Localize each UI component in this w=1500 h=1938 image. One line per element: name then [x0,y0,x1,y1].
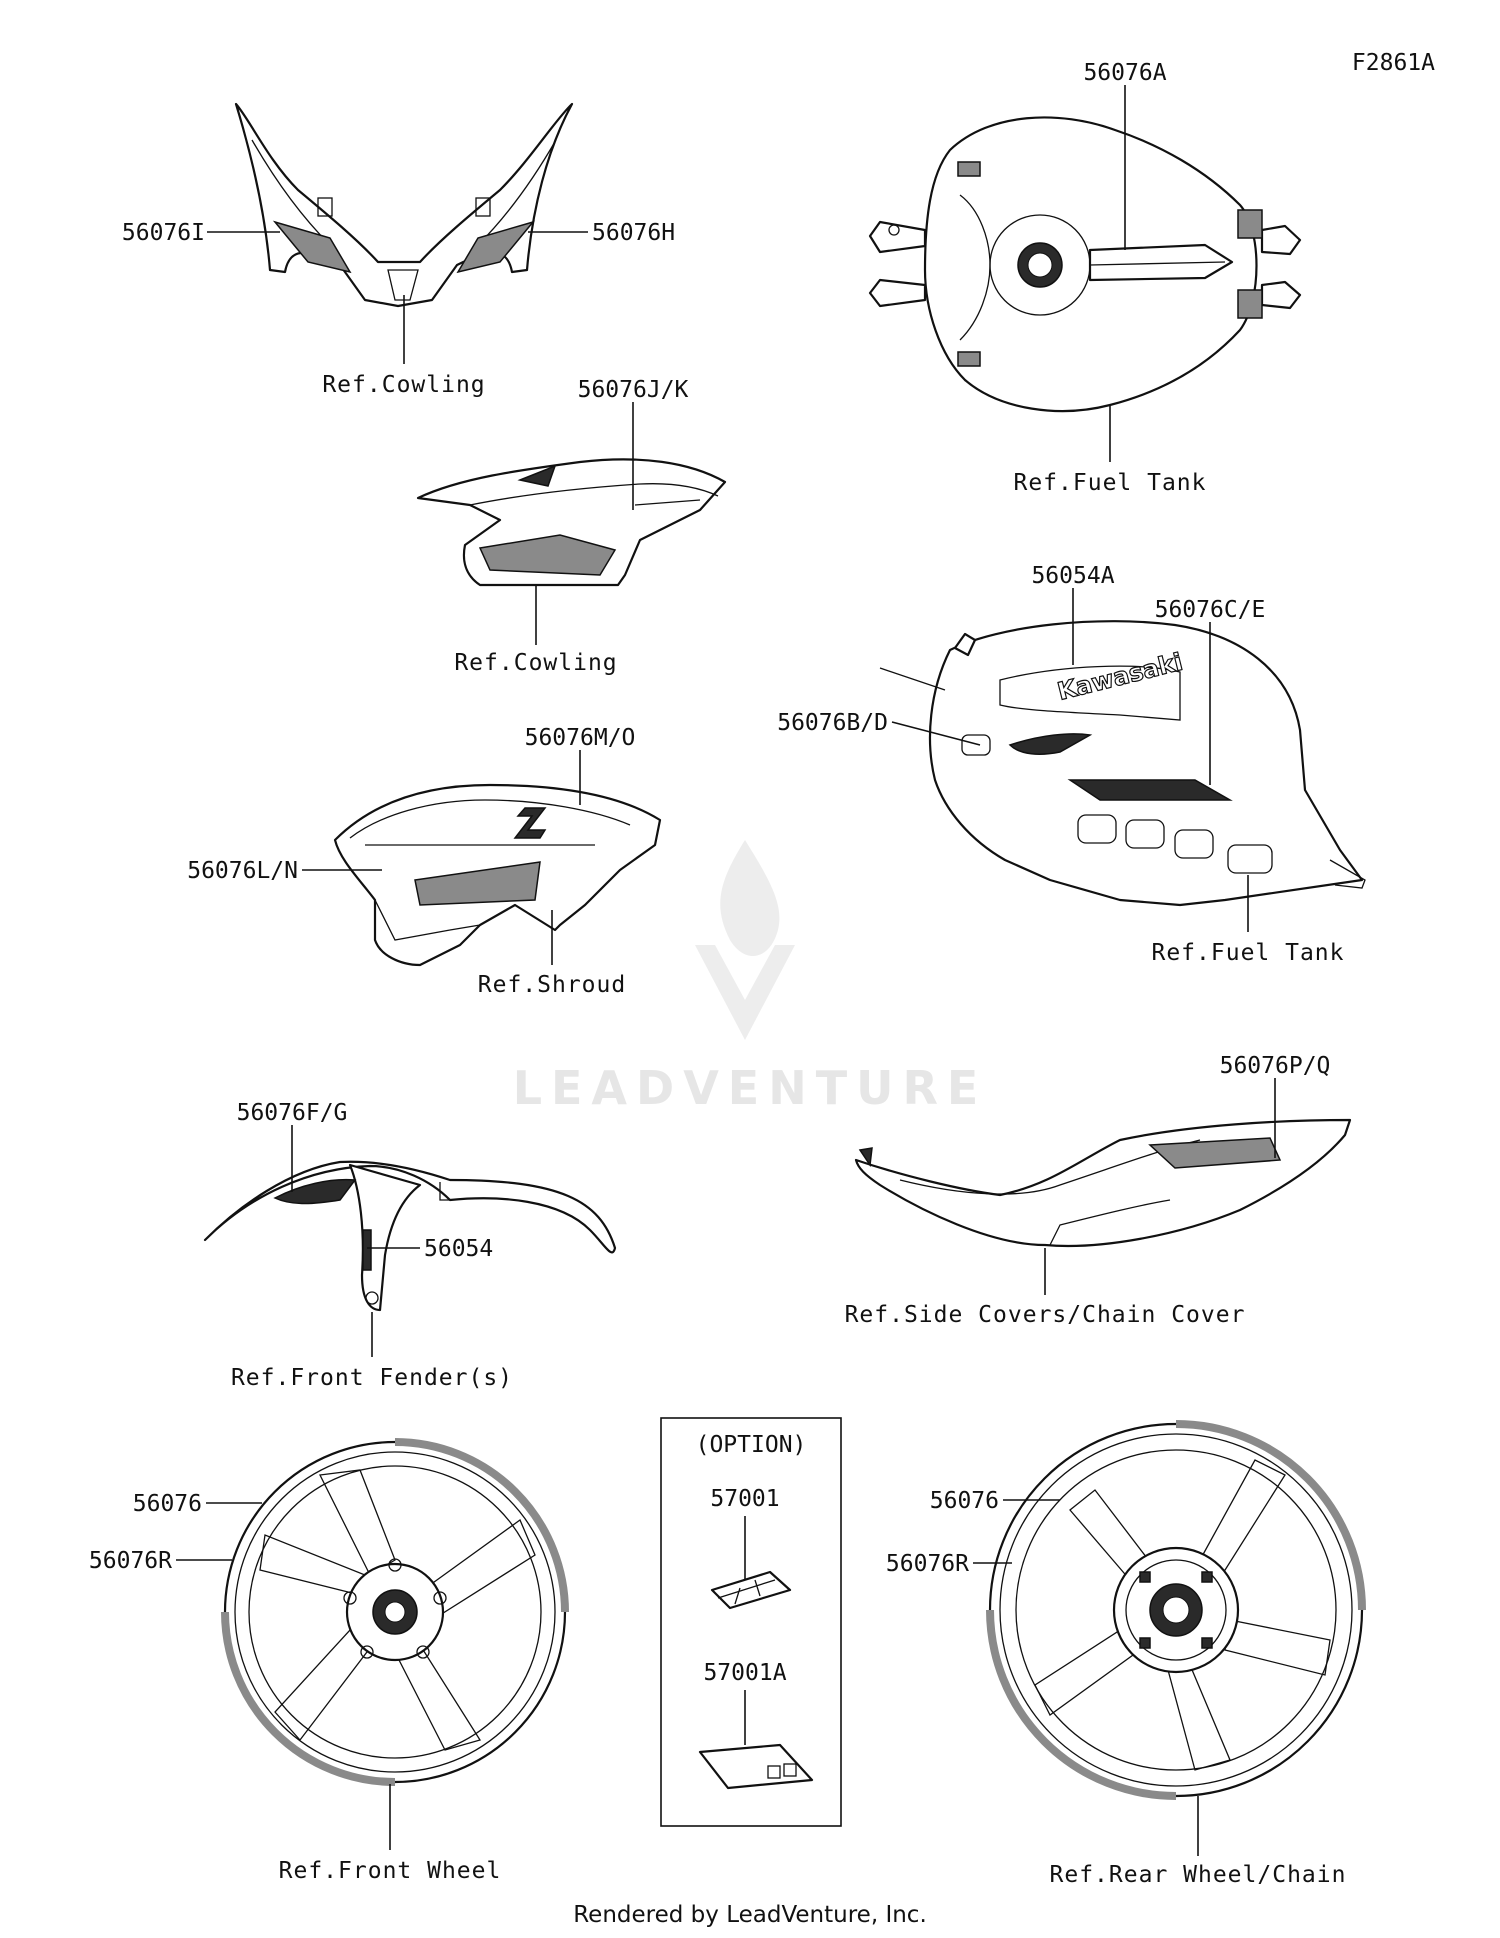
label-57001: 57001 [710,1486,779,1512]
label-56076h: 56076H [592,220,675,246]
label-56076-rear: 56076 [930,1488,999,1514]
label-56076a: 56076A [1083,60,1166,86]
watermark-text: LEADVENTURE [513,1061,988,1115]
option-label: (OPTION) [696,1432,807,1458]
figure-code: F2861A [1352,50,1435,76]
label-56076fg: 56076F/G [237,1100,348,1126]
watermark: LEADVENTURE [513,840,988,1115]
label-56076jk: 56076J/K [578,377,689,403]
label-57001a: 57001A [703,1660,786,1686]
ref-cowling-mid: Ref.Cowling [454,650,617,676]
side-cowling-part [416,458,727,587]
emblem-57001-part [710,1570,792,1610]
label-56076-front: 56076 [133,1491,202,1517]
ref-shroud: Ref.Shroud [478,972,626,998]
label-56076bd: 56076B/D [777,710,888,736]
label-56076i: 56076I [122,220,205,246]
label-56054a: 56054A [1031,563,1114,589]
rear-wheel-part [986,1420,1366,1800]
label-56054: 56054 [424,1236,493,1262]
sticker-57001a-part [698,1743,814,1790]
label-56076pq: 56076P/Q [1220,1053,1331,1079]
footer-credit: Rendered by LeadVenture, Inc. [573,1902,927,1928]
label-56076r-front: 56076R [89,1548,172,1574]
ref-fuel-tank-top: Ref.Fuel Tank [1013,470,1206,496]
ref-cowling-top: Ref.Cowling [322,372,485,398]
label-56076ln: 56076L/N [187,858,298,884]
front-wheel-part [221,1438,569,1786]
ref-front-wheel: Ref.Front Wheel [279,1858,502,1884]
option-box: (OPTION) 57001 57001A [660,1417,842,1827]
ref-fuel-tank-mid: Ref.Fuel Tank [1151,940,1344,966]
ref-rear-wheel: Ref.Rear Wheel/Chain [1050,1862,1347,1888]
fuel-tank-top-part [868,116,1302,413]
front-fender-part [203,1160,617,1312]
fuel-tank-side-part: Kawasaki [879,620,1366,907]
label-56076r-rear: 56076R [886,1551,969,1577]
label-56076ce: 56076C/E [1155,597,1266,623]
ref-front-fender: Ref.Front Fender(s) [231,1365,513,1391]
flame-watermark-icon [720,840,780,957]
label-56076mo: 56076M/O [525,725,636,751]
side-covers-part [854,1118,1352,1248]
shroud-part [333,783,662,967]
ref-side-covers: Ref.Side Covers/Chain Cover [845,1302,1246,1328]
v-watermark-icon [695,945,795,1040]
front-cowling-part [234,102,574,308]
